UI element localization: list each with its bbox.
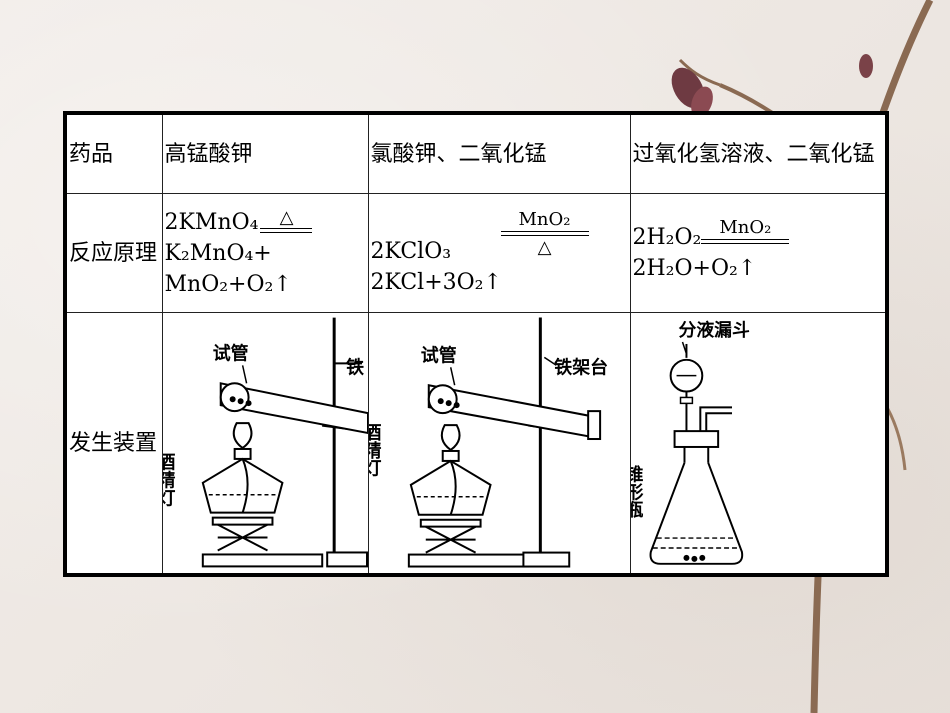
drug-kmno4: 高锰酸钾 — [161, 112, 369, 194]
apparatus-kclo3: 试管 铁架台 酒精灯 — [367, 312, 631, 576]
header-apparatus: 发生装置 — [64, 312, 163, 576]
label-alcohol-lamp: 酒精灯 — [163, 452, 175, 508]
table-row-apparatus: 发生装置 试管 铁 酒精灯 — [64, 312, 888, 576]
eq2-products: 2KCl+3O₂↑ — [370, 269, 502, 295]
oxygen-preparation-table: 药品 高锰酸钾 氯酸钾、二氧化锰 过氧化氢溶液、二氧化锰 反应原理 2KMnO₄… — [63, 111, 889, 577]
label-test-tube: 试管 — [420, 344, 456, 366]
heat-symbol: △ — [537, 236, 552, 258]
eq3-condition: MnO₂ — [701, 217, 790, 244]
heating-apparatus-diagram: 试管 铁 酒精灯 — [163, 317, 368, 568]
label-conical-flask: 锥形瓶 — [631, 463, 643, 519]
header-drug: 药品 — [64, 112, 163, 194]
catalyst-mno2: MnO₂ — [719, 217, 772, 238]
label-alcohol-lamp: 酒精灯 — [369, 422, 381, 478]
apparatus-h2o2: 分液漏斗 锥形瓶 — [629, 312, 888, 576]
table-row-drugs: 药品 高锰酸钾 氯酸钾、二氧化锰 过氧化氢溶液、二氧化锰 — [64, 112, 888, 194]
eq3-reactant: 2H₂O₂ — [632, 225, 702, 250]
eq3-products: 2H₂O+O₂↑ — [632, 256, 757, 281]
funnel-flask-diagram: 分液漏斗 锥形瓶 — [630, 314, 764, 572]
label-separatory-funnel: 分液漏斗 — [678, 319, 749, 341]
heating-apparatus-diagram: 试管 铁架台 酒精灯 — [369, 317, 608, 568]
catalyst-mno2: MnO₂ — [518, 208, 571, 230]
drug-h2o2: 过氧化氢溶液、二氧化锰 — [629, 112, 888, 194]
label-iron-stand: 铁架台 — [554, 356, 608, 378]
heat-symbol: △ — [279, 206, 294, 228]
eq2-reactant: 2KClO₃ — [370, 238, 452, 264]
equation-h2o2: 2H₂O₂ MnO₂ 2H₂O+O₂↑ — [629, 193, 888, 313]
eq1-reactant: 2KMnO₄ — [164, 209, 259, 235]
equals-bar — [500, 230, 589, 236]
equals-bar — [260, 227, 313, 233]
eq1-condition: △ — [260, 206, 313, 237]
eq1-products-1: K₂MnO₄+ — [164, 240, 272, 266]
eq1-products-2: MnO₂+O₂↑ — [164, 271, 292, 297]
equals-bar — [701, 239, 790, 244]
drug-kclo3: 氯酸钾、二氧化锰 — [367, 112, 631, 194]
header-principle: 反应原理 — [64, 193, 163, 313]
label-test-tube: 试管 — [212, 342, 248, 364]
table-row-principle: 反应原理 2KMnO₄ △ K₂MnO₄+ MnO₂+O₂↑ MnO₂ △ — [64, 193, 888, 313]
label-iron-stand: 铁 — [346, 356, 364, 378]
equation-kmno4: 2KMnO₄ △ K₂MnO₄+ MnO₂+O₂↑ — [161, 193, 369, 313]
eq2-condition: MnO₂ △ — [500, 208, 589, 260]
equation-kclo3: MnO₂ △ 2KClO₃ 2KCl+3O₂↑ — [367, 193, 631, 313]
apparatus-kmno4: 试管 铁 酒精灯 — [161, 312, 369, 576]
